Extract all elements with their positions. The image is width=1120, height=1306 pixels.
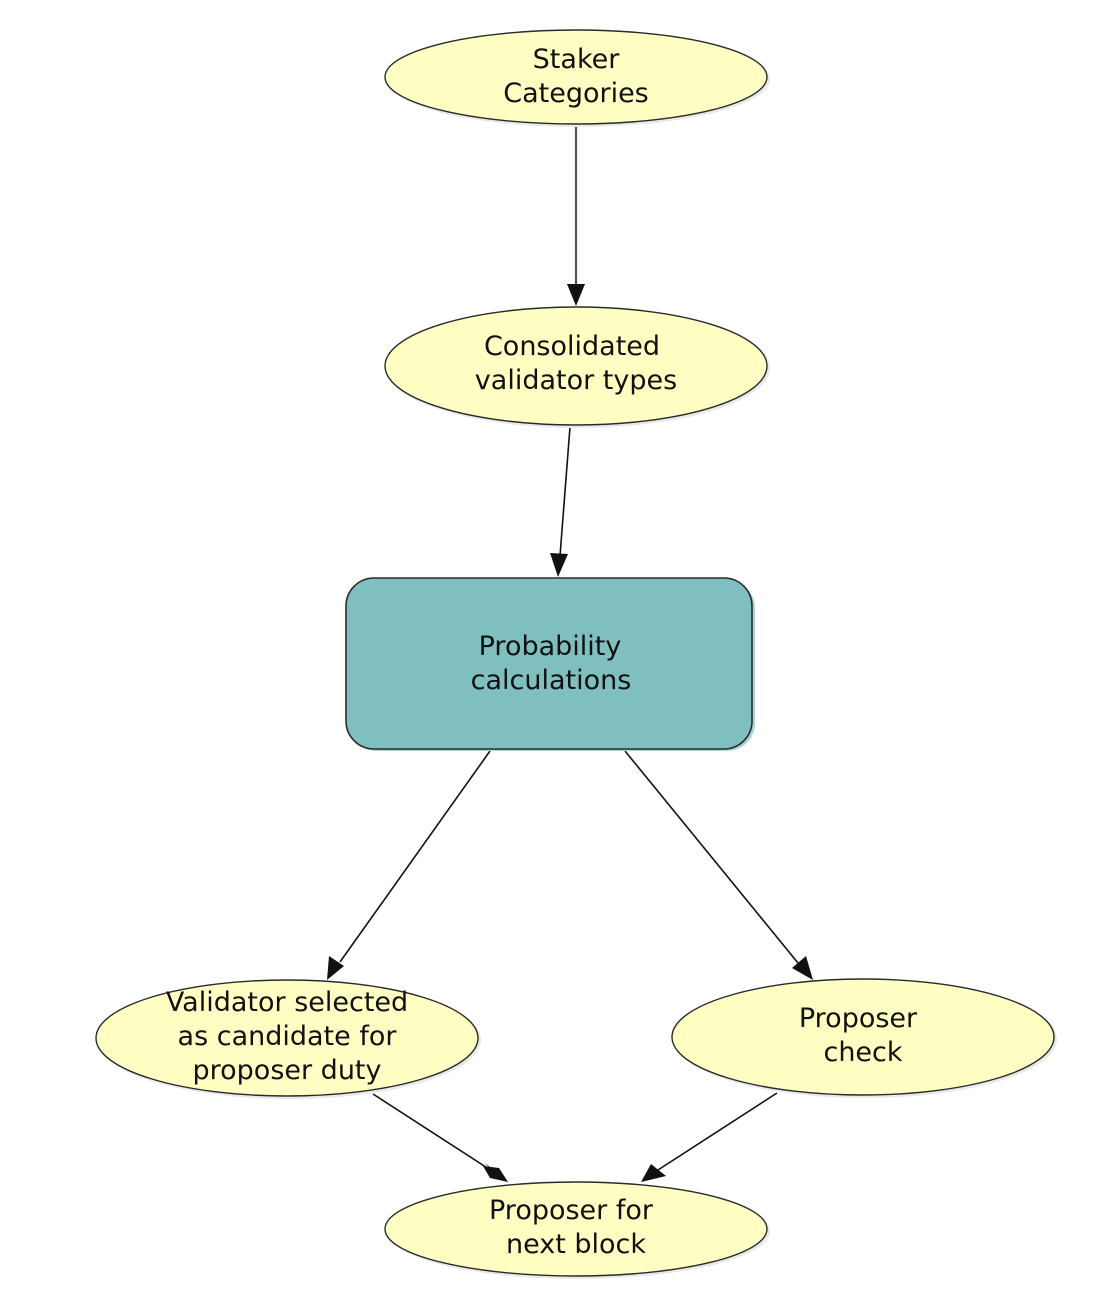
node-label-line: as candidate for [178, 1021, 398, 1052]
node-consolidated-validator-types: Consolidated validator types [384, 306, 770, 428]
node-probability-calculations: Probability calculations [345, 577, 755, 751]
edge-validator-selected-to-proposer-next [372, 1093, 508, 1182]
edge-probability-to-validator-selected [327, 750, 491, 980]
node-label-line: next block [506, 1229, 646, 1260]
node-label-line: Proposer for [489, 1195, 654, 1226]
edge-staker-to-consolidated [567, 127, 585, 306]
node-label-line: proposer duty [193, 1055, 382, 1086]
node-label-line: Staker [533, 44, 621, 75]
node-label-line: validator types [475, 365, 677, 396]
node-label-line: Categories [503, 78, 649, 109]
edge-proposer-check-to-proposer-next [641, 1092, 778, 1182]
node-proposer-next-block: Proposer for next block [384, 1181, 770, 1279]
node-label-line: Probability [479, 631, 622, 662]
node-proposer-check: Proposer check [671, 978, 1057, 1098]
node-validator-selected: Validator selected as candidate for prop… [95, 979, 481, 1099]
node-label-line: check [823, 1037, 902, 1068]
node-staker-categories: Staker Categories [384, 29, 770, 127]
edge-consolidated-to-probability [550, 426, 571, 577]
node-label-line: Validator selected [166, 987, 408, 1018]
node-label-line: Proposer [799, 1003, 918, 1034]
node-label-line: calculations [471, 665, 632, 696]
node-label-line: Consolidated [484, 331, 660, 362]
edge-probability-to-proposer-check [624, 750, 813, 980]
